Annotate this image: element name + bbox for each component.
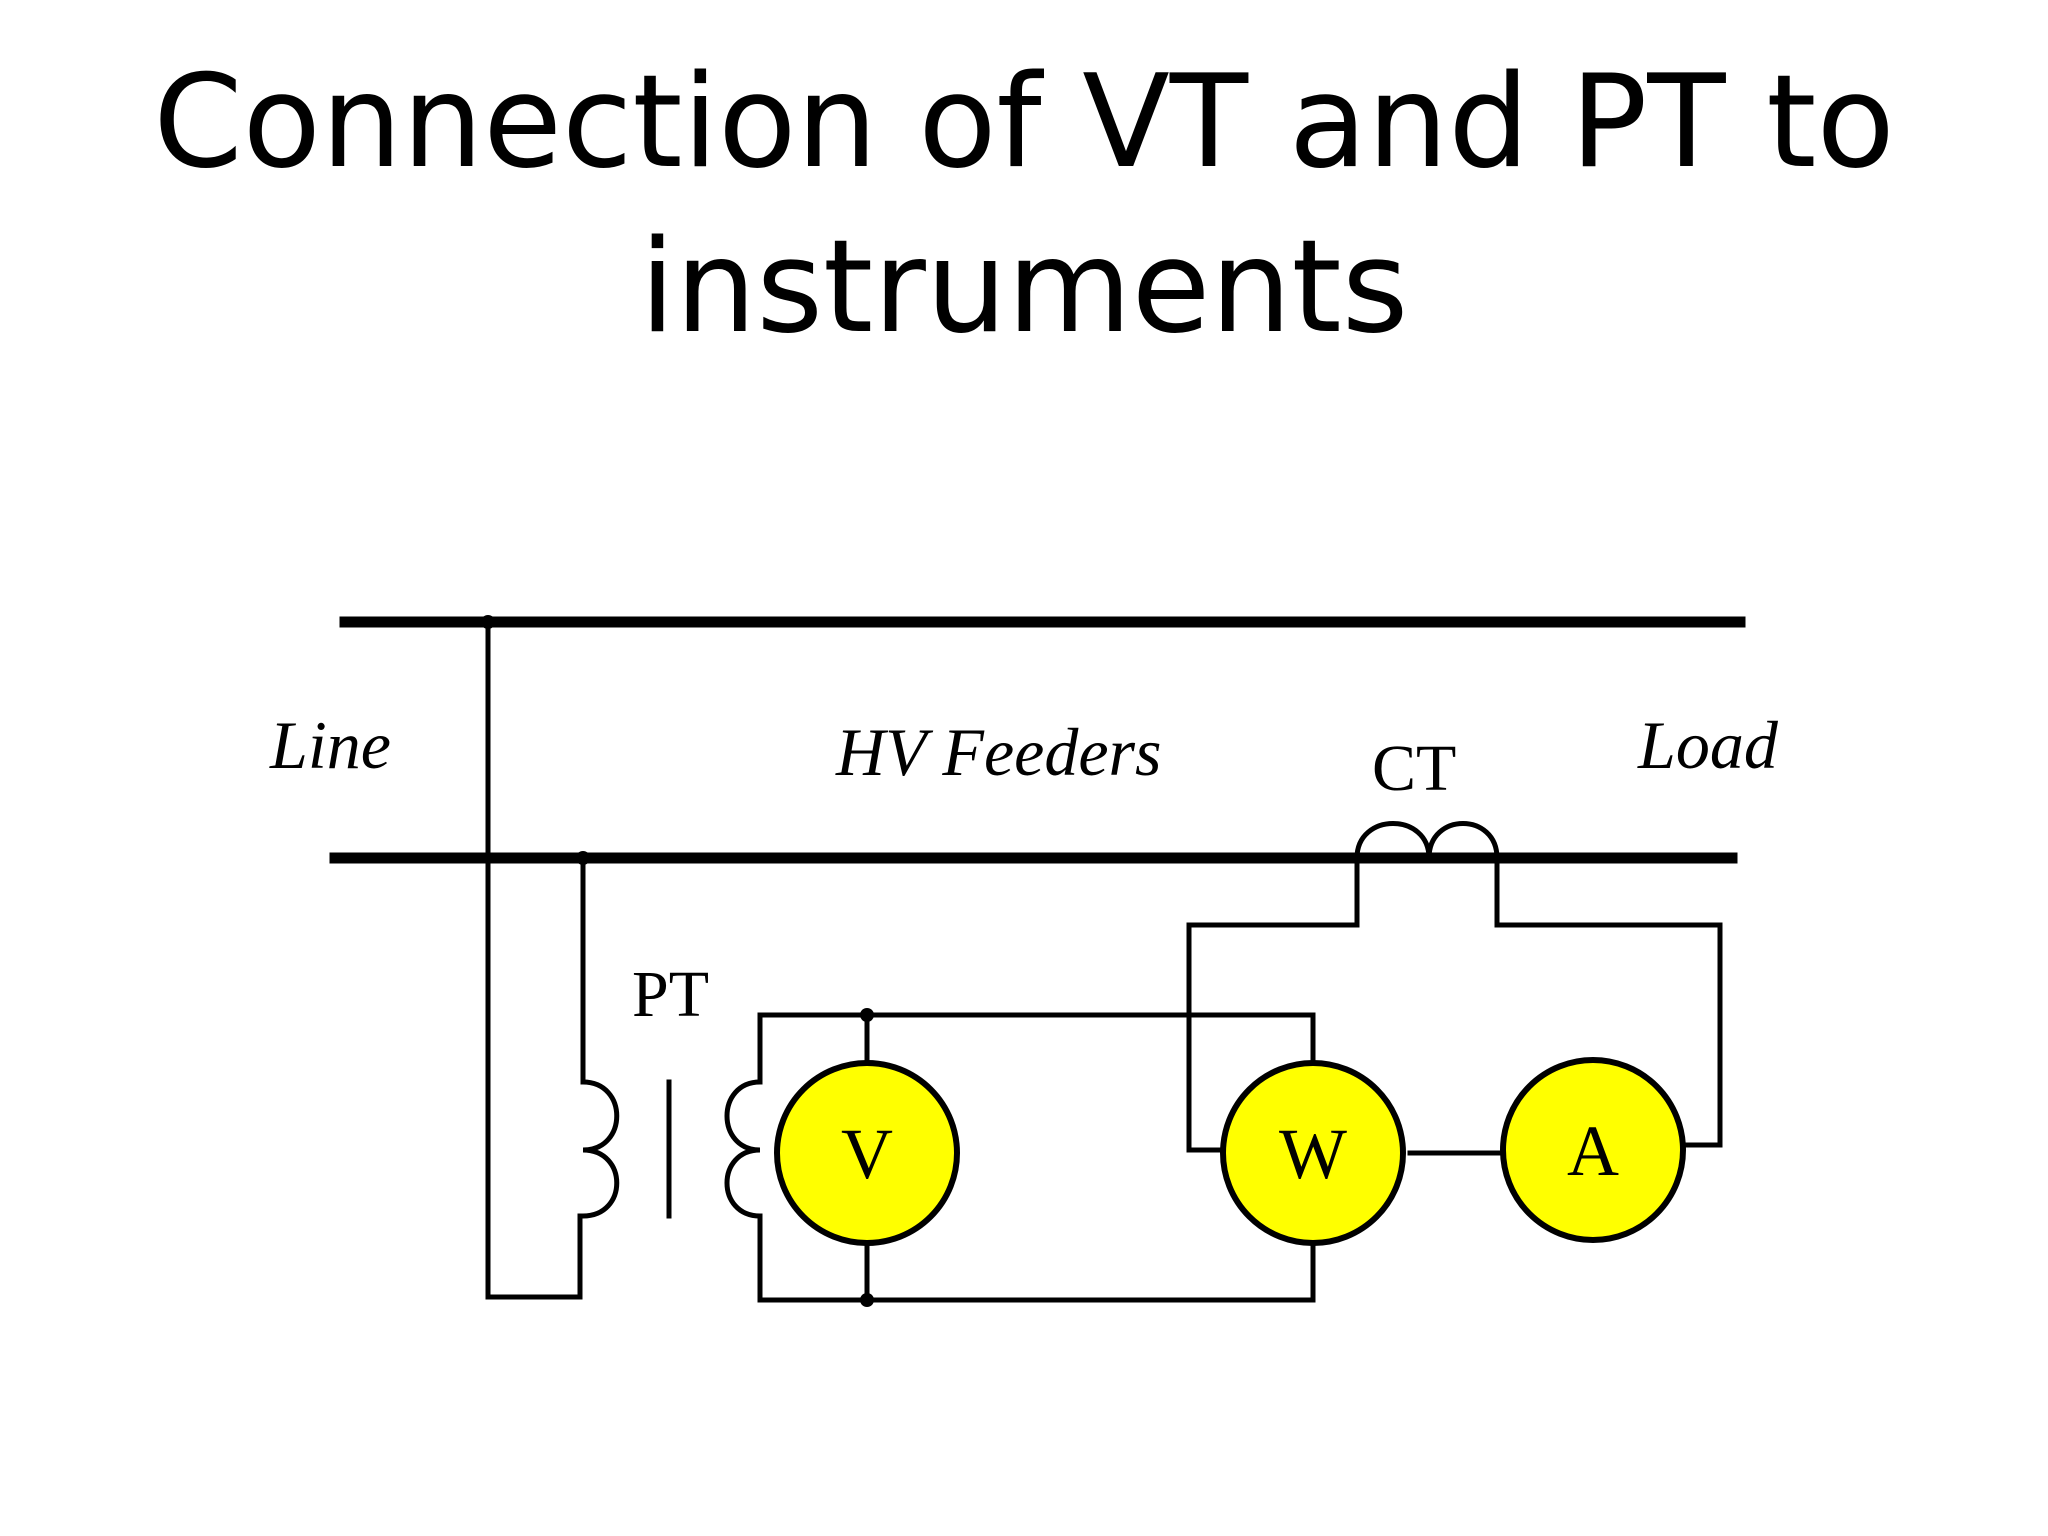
ct-coil bbox=[1354, 821, 1500, 861]
voltmeter-label: V bbox=[841, 1114, 893, 1194]
line-label: Line bbox=[269, 707, 391, 783]
pt-secondary-bottom-wire bbox=[757, 1213, 1316, 1303]
pt-primary-coil bbox=[580, 1079, 620, 1219]
load-label: Load bbox=[1637, 707, 1779, 783]
ammeter-body bbox=[1500, 1057, 1686, 1243]
wattmeter: W bbox=[1220, 1060, 1406, 1246]
ammeter: A bbox=[1500, 1057, 1686, 1243]
hv-feeders-label: HV Feeders bbox=[835, 714, 1161, 790]
pt-primary-wire bbox=[485, 619, 583, 1300]
ammeter-label: A bbox=[1567, 1111, 1619, 1191]
junction-dot bbox=[576, 851, 590, 865]
wattmeter-label: W bbox=[1279, 1114, 1347, 1194]
voltmeter-body bbox=[774, 1060, 960, 1246]
title-line-1: Connection of VT and PT to bbox=[153, 48, 1895, 197]
junction-dot bbox=[481, 615, 495, 629]
pt-secondary-top-wire bbox=[757, 1012, 1316, 1085]
junction-dot bbox=[860, 1008, 874, 1022]
pt-label: PT bbox=[632, 958, 709, 1031]
title-line-2: instruments bbox=[639, 213, 1409, 362]
ct-label: CT bbox=[1372, 732, 1456, 805]
voltmeter: V bbox=[774, 1060, 960, 1246]
slide-title: Connection of VT and PT to instruments bbox=[0, 40, 2048, 370]
ct-left-lead bbox=[1186, 855, 1360, 1153]
wattmeter-body bbox=[1220, 1060, 1406, 1246]
pt-secondary-coil bbox=[724, 1079, 763, 1219]
junction-dot bbox=[860, 1293, 874, 1307]
ct-right-lead bbox=[1494, 855, 1723, 1148]
